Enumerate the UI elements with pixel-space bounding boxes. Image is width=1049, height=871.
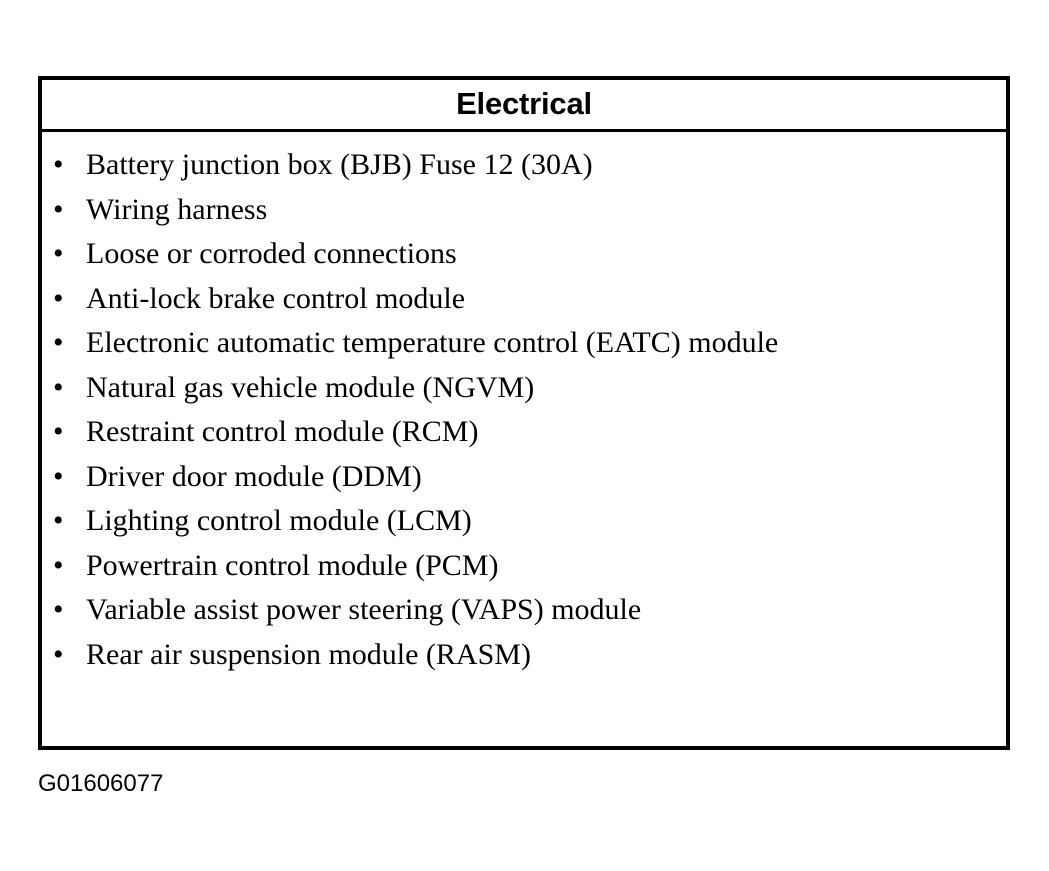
bullet-icon: • [53,415,64,448]
list-item: • Restraint control module (RCM) [42,410,1006,455]
bullet-icon: • [53,326,64,359]
bullet-icon: • [53,237,64,270]
list-item: • Loose or corroded connections [42,232,1006,277]
list-item-label: Anti-lock brake control module [86,281,466,315]
list-item: • Rear air suspension module (RASM) [42,633,1006,678]
electrical-table: Electrical • Battery junction box (BJB) F… [38,76,1010,750]
list-item-label: Variable assist power steering (VAPS) mo… [86,593,642,626]
bullet-icon: • [53,637,64,671]
list-item: • Wiring harness [42,188,1006,233]
bullet-icon: • [53,148,64,181]
list-item: • Powertrain control module (PCM) [42,544,1006,589]
list-item: • Natural gas vehicle module (NGVM) [42,366,1006,411]
list-item: • Driver door module (DDM) [42,455,1006,500]
list-item-label: Electronic automatic temperature control… [86,326,779,359]
list-item-label: Lighting control module (LCM) [86,504,472,537]
bullet-icon: • [53,459,64,493]
list-item-label: Rear air suspension module (RASM) [86,637,531,671]
bullet-icon: • [53,192,64,226]
table-header-row: Electrical [42,80,1006,132]
bullet-icon: • [53,370,64,404]
list-item-label: Wiring harness [86,192,268,226]
figure-caption: G01606077 [38,770,164,797]
bullet-icon: • [53,504,64,537]
list-item-label: Natural gas vehicle module (NGVM) [86,370,535,404]
list-item-label: Driver door module (DDM) [86,459,422,493]
bullet-icon: • [53,593,64,626]
list-item-label: Loose or corroded connections [86,237,457,270]
bullet-icon: • [53,281,64,315]
list-item: • Anti-lock brake control module [42,277,1006,322]
list-item: • Battery junction box (BJB) Fuse 12 (30A… [42,143,1006,188]
list-item: • Variable assist power steering (VAPS) m… [42,588,1006,633]
list-item-label: Battery junction box (BJB) Fuse 12 (30A) [86,148,593,181]
list-item: • Lighting control module (LCM) [42,499,1006,544]
table-header-title: Electrical [456,86,592,121]
list-item-label: Powertrain control module (PCM) [86,548,499,582]
list-item: • Electronic automatic temperature contro… [42,321,1006,366]
list-item-label: Restraint control module (RCM) [86,415,479,448]
bullet-icon: • [53,548,64,582]
component-list: • Battery junction box (BJB) Fuse 12 (30A… [42,132,1006,677]
